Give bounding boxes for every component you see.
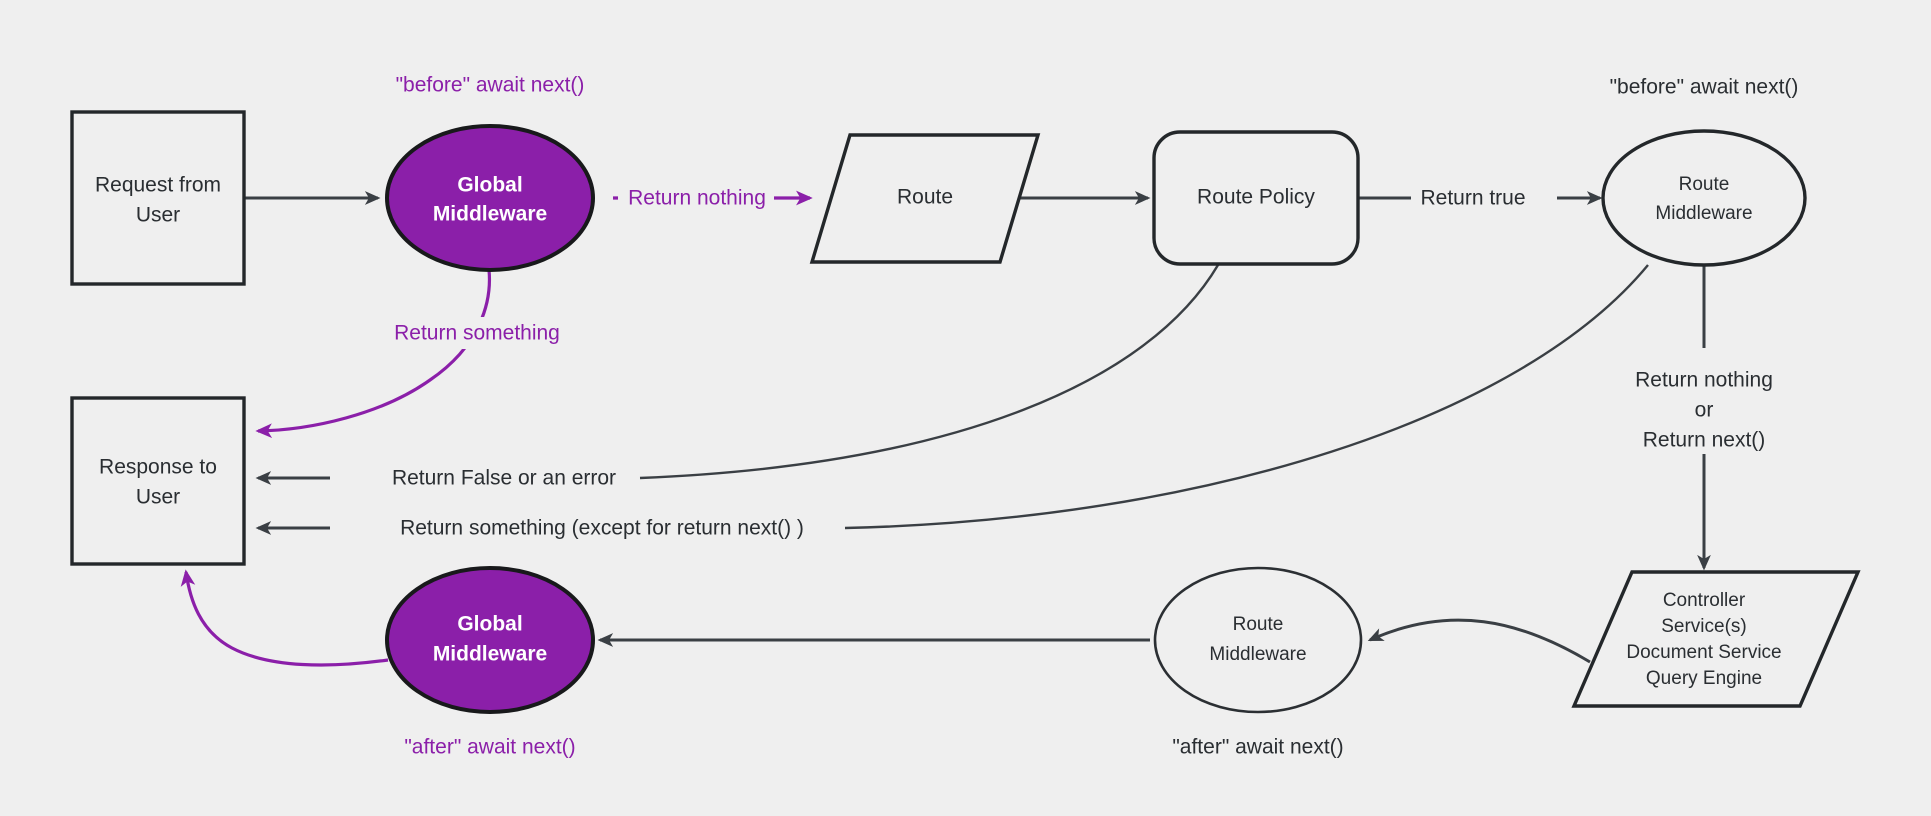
edge-global-middleware-to-response [255,269,492,439]
node-response-to-user[interactable]: Response to User [70,396,246,566]
annotation-after-await-next-global: "after" await next() [404,736,575,759]
node-route-label: Route [897,186,953,209]
node-global-middleware-before[interactable]: Global Middleware [385,124,595,272]
node-controller-line2: Service(s) [1661,616,1747,637]
node-request-from-user-line2: User [136,204,180,227]
svg-text:Return something (except for r: Return something (except for return next… [400,517,804,540]
node-controller-line3: Document Service [1626,642,1781,663]
svg-text:Return true: Return true [1420,187,1525,210]
edge-label-return-something-except: Return something (except for return next… [378,512,830,544]
node-global-middleware-after-line1: Global [457,613,522,636]
node-route[interactable]: Route [809,133,1041,264]
node-route-middleware-after[interactable]: Route Middleware [1153,566,1363,714]
node-global-middleware-before-line1: Global [457,174,522,197]
edge-route-policy-to-response [639,264,1220,480]
node-controller-line1: Controller [1663,590,1746,611]
edge-label-return-nothing-or-next: Return nothing or Return next() [1612,360,1798,454]
edge-label-return-something: Return something [378,317,578,349]
edge-label-return-nothing: Return nothing [618,182,774,214]
node-global-middleware-after-line2: Middleware [433,643,547,666]
edge-controller-to-route-middleware-after [1367,618,1591,664]
edge-global-middleware-after-to-response [180,569,389,667]
edge-route-middleware-to-response [844,264,1649,530]
edge-label-return-true: Return true [1411,182,1557,214]
node-route-middleware-after-line1: Route [1233,614,1284,635]
annotation-before-await-next-route: "before" await next() [1610,76,1799,99]
edge-label-return-false-or-error: Return False or an error [378,462,626,494]
node-response-to-user-line2: User [136,486,180,509]
node-controller-line4: Query Engine [1646,668,1762,689]
svg-text:Return something: Return something [394,322,560,345]
node-request-from-user[interactable]: Request from User [70,110,246,286]
node-route-middleware-after-line2: Middleware [1209,644,1306,665]
node-route-policy[interactable]: Route Policy [1152,130,1360,266]
node-global-middleware-after[interactable]: Global Middleware [385,566,595,714]
node-route-middleware-before-line1: Route [1679,174,1730,195]
node-request-from-user-line1: Request from [95,174,221,197]
svg-text:or: or [1695,399,1714,422]
annotation-after-await-next-route: "after" await next() [1172,736,1343,759]
node-route-policy-label: Route Policy [1197,186,1315,209]
node-controller-services[interactable]: Controller Service(s) Document Service Q… [1571,570,1861,708]
svg-text:Return nothing: Return nothing [628,187,766,210]
annotation-before-await-next-global: "before" await next() [396,74,585,97]
node-global-middleware-before-line2: Middleware [433,203,547,226]
node-response-to-user-line1: Response to [99,456,217,479]
svg-text:Return nothing: Return nothing [1635,369,1773,392]
svg-text:Return next(): Return next() [1643,429,1766,452]
node-route-middleware-before-line2: Middleware [1655,203,1752,224]
svg-text:Return False or an error: Return False or an error [392,467,616,490]
node-route-middleware-before[interactable]: Route Middleware [1601,129,1807,267]
